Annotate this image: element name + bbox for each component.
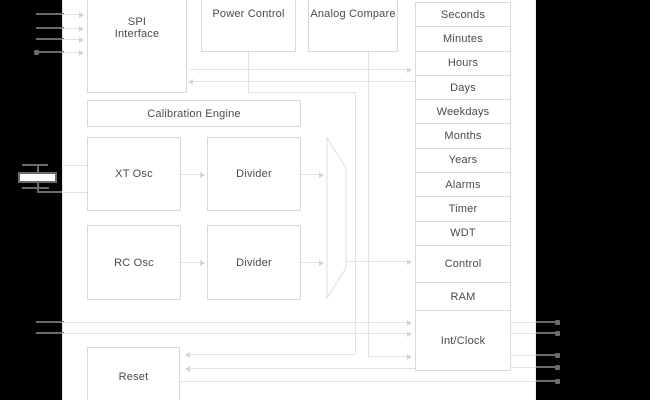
register-row: Days xyxy=(416,75,510,101)
register-row: Minutes xyxy=(416,27,510,52)
wire-rcosc-to-divider xyxy=(181,262,200,263)
clock-mux-icon xyxy=(326,136,347,300)
block-rc-osc: RC Osc xyxy=(87,225,181,300)
wire-analog-compare-to-intclock xyxy=(368,356,407,357)
wire-power-control-vertical xyxy=(355,92,356,354)
register-row: Alarms xyxy=(416,173,510,198)
register-row: RAM xyxy=(416,282,510,312)
register-row: WDT xyxy=(416,221,510,246)
pin-terminal-dot xyxy=(555,352,560,358)
output-pin-line-1 xyxy=(536,321,557,323)
block-label: Reset xyxy=(118,371,149,383)
block-reset: Reset xyxy=(87,347,180,400)
block-divider-rc: Divider xyxy=(207,225,301,300)
arrowhead-right-icon xyxy=(319,259,324,266)
register-row: Seconds xyxy=(416,3,510,28)
spi-pin-line-4 xyxy=(36,51,64,53)
crystal-lead-top-stub xyxy=(37,164,39,173)
block-divider-xt: Divider xyxy=(207,137,301,211)
register-row: Years xyxy=(416,148,510,174)
block-label: Calibration Engine xyxy=(147,107,241,120)
wire-mux-to-registers xyxy=(346,261,407,262)
wire-divider-to-mux-top xyxy=(301,174,319,175)
arrowhead-right-icon xyxy=(407,319,412,326)
pin-terminal-dot xyxy=(555,364,560,370)
block-label: SPI Interface xyxy=(114,16,160,40)
pin-terminal-dot xyxy=(34,49,39,55)
register-file: Seconds Minutes Hours Days Weekdays Mont… xyxy=(415,2,511,371)
block-label: Power Control xyxy=(212,8,285,20)
arrowhead-right-icon xyxy=(319,171,324,178)
spi-pin-line-2 xyxy=(36,27,64,29)
block-label: Analog Compare xyxy=(310,8,396,20)
wire-spi-in-4 xyxy=(62,52,79,53)
arrowhead-right-icon xyxy=(79,36,84,43)
output-pin-line-4 xyxy=(536,366,557,368)
block-power-control: Power Control xyxy=(201,0,296,52)
block-analog-compare: Analog Compare xyxy=(308,0,398,52)
crystal-lead-bottom-stub xyxy=(37,182,39,193)
block-calibration-engine: Calibration Engine xyxy=(87,100,301,127)
arrowhead-right-icon xyxy=(79,25,84,32)
wire-output-4 xyxy=(511,367,536,368)
block-spi-interface: SPI Interface xyxy=(87,0,187,93)
pin-terminal-dot xyxy=(555,319,560,325)
register-row: Int/Clock xyxy=(416,311,510,370)
wire-spi-in-1 xyxy=(62,14,79,15)
arrowhead-left-icon xyxy=(185,351,190,358)
wire-spi-in-2 xyxy=(62,28,79,29)
arrowhead-right-icon xyxy=(200,259,205,266)
block-label: Divider xyxy=(236,256,272,269)
arrowhead-right-icon xyxy=(407,353,412,360)
wire-spi-in-3 xyxy=(62,39,79,40)
wire-xtosc-to-divider xyxy=(181,174,200,175)
arrowhead-left-icon xyxy=(188,78,193,85)
register-row: Timer xyxy=(416,197,510,222)
register-row: Months xyxy=(416,124,510,149)
input-pin-line-1 xyxy=(36,321,64,323)
arrowhead-right-icon xyxy=(407,258,412,265)
output-pin-line-2 xyxy=(536,332,557,334)
pin-terminal-dot xyxy=(555,378,560,384)
wire-input-rail-1 xyxy=(62,322,407,323)
wire-xtal-to-xtosc-2 xyxy=(62,192,87,193)
arrowhead-right-icon xyxy=(407,330,412,337)
wire-registers-to-spi xyxy=(193,81,415,82)
wire-power-control-down xyxy=(248,52,249,92)
wire-power-control-jog xyxy=(248,92,355,93)
wire-output-2 xyxy=(511,333,536,334)
block-xt-osc: XT Osc xyxy=(87,137,181,211)
wire-registers-to-reset xyxy=(190,368,415,369)
arrowhead-right-icon xyxy=(79,49,84,56)
register-row: Hours xyxy=(416,51,510,76)
register-row: Weekdays xyxy=(416,100,510,125)
arrowhead-left-icon xyxy=(185,365,190,372)
wire-spi-to-registers xyxy=(190,69,408,70)
spi-pin-line-3 xyxy=(36,38,64,40)
crystal-lead-bottom xyxy=(22,187,49,189)
wire-divider-to-mux-bottom xyxy=(301,262,319,263)
spi-pin-line-1 xyxy=(36,13,64,15)
register-row: Control xyxy=(416,245,510,283)
block-label: Divider xyxy=(236,168,272,180)
arrowhead-right-icon xyxy=(407,66,412,73)
wire-output-3 xyxy=(511,355,536,356)
wire-output-1 xyxy=(511,322,536,323)
wire-analog-compare-vertical xyxy=(368,52,369,356)
block-label: RC Osc xyxy=(114,256,154,269)
block-label: XT Osc xyxy=(115,168,153,180)
arrowhead-right-icon xyxy=(200,171,205,178)
wire-reset-output xyxy=(181,381,536,382)
pin-terminal-dot xyxy=(555,330,560,336)
crystal-lead-top xyxy=(22,164,48,166)
arrowhead-right-icon xyxy=(79,11,84,18)
output-pin-line-5 xyxy=(536,380,557,382)
crystal-lead-bottom-jog xyxy=(37,191,62,193)
wire-input-rail-2 xyxy=(62,333,407,334)
wire-xtal-to-xtosc-1 xyxy=(62,165,87,166)
wire-power-control-to-reset xyxy=(190,354,355,355)
output-pin-line-3 xyxy=(536,354,557,356)
input-pin-line-2 xyxy=(36,332,64,334)
